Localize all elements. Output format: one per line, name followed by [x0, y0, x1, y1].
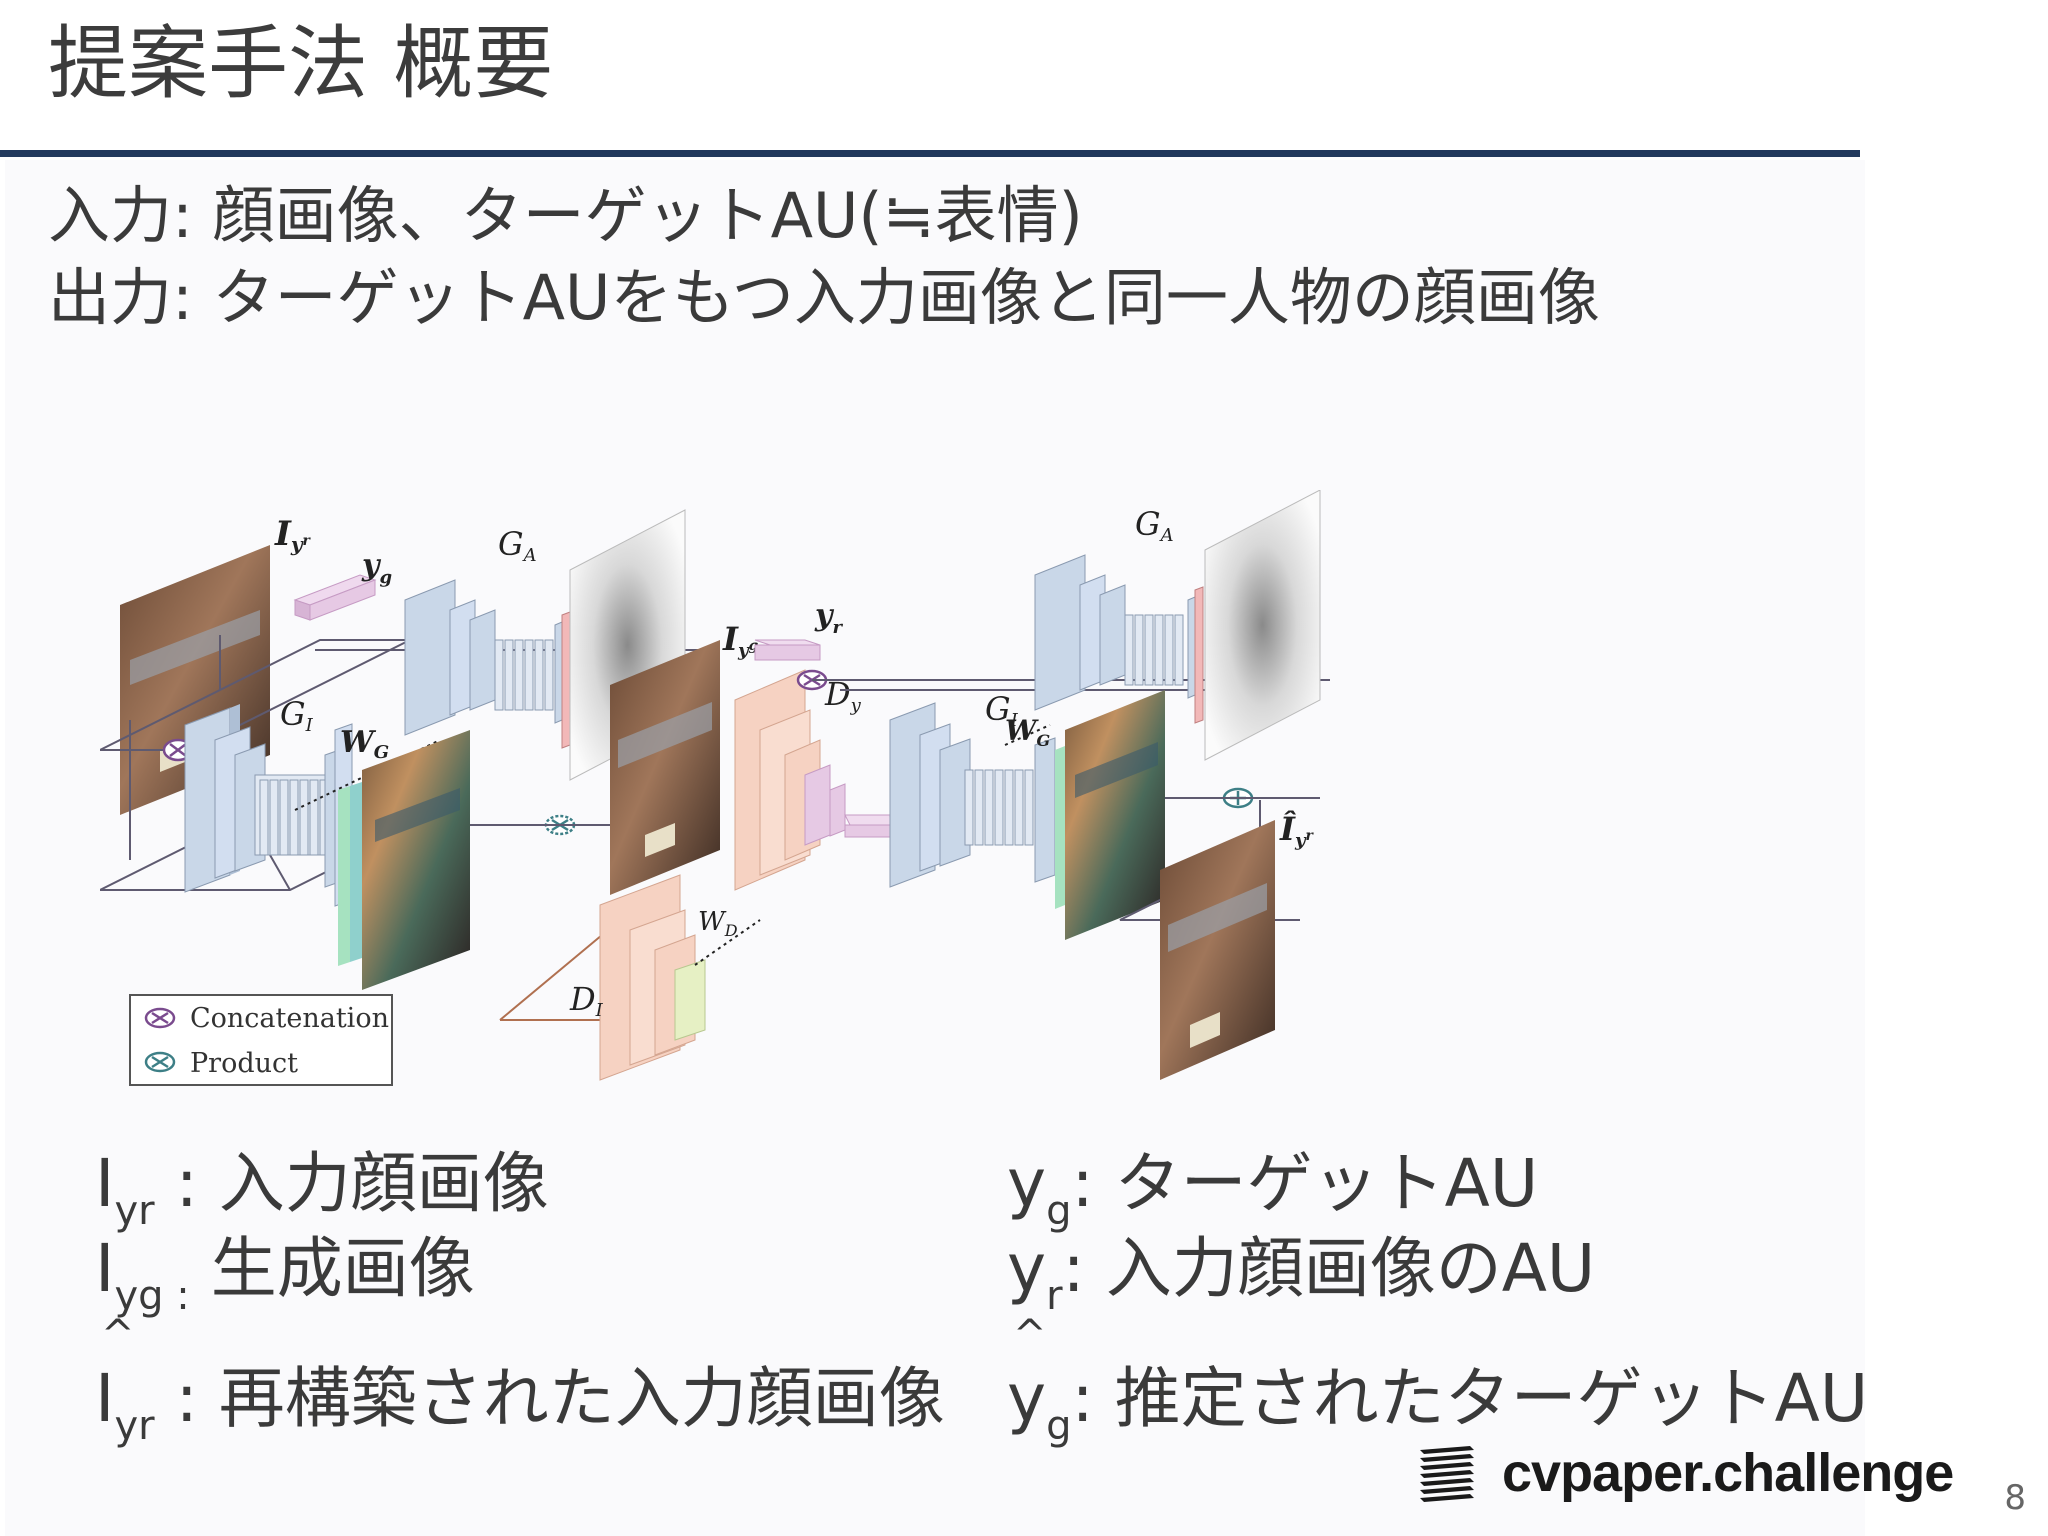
output-line: 出力: ターゲットAUをもつ入力画像と同一人物の顔画像 [48, 261, 1600, 334]
slide-title: 提案手法 概要 [48, 17, 554, 110]
generator-G-A-right [1034, 554, 1204, 724]
discriminator-D-I [499, 874, 706, 1081]
input-line: 入力: 顔画像、ターゲットAU(≒表情) [48, 179, 1083, 252]
label-D-y: Dy [824, 675, 862, 716]
notation-right-2: yr: 入力顔画像のAU [1007, 1230, 1596, 1319]
color-mask-left [338, 730, 470, 990]
notation-left-1: Iyr : 入力顔画像 [95, 1145, 549, 1234]
notation-right-3: ^yg: 推定されたターゲットAU [1007, 1312, 1869, 1449]
cvpaper-logo: cvpaper.challenge [1412, 1440, 2002, 1510]
generator-G-A-top [404, 579, 571, 749]
label-W-G-left: WG [340, 725, 389, 763]
label-I-yr: Iyr [274, 514, 312, 556]
generator-G-I-left [184, 704, 353, 907]
attention-mask-right [1204, 490, 1321, 761]
ganimation-architecture-figure: Iyr yg GI [100, 490, 1330, 1086]
figure-legend: Concatenation Product [129, 994, 393, 1086]
label-I-yg: Iyg [722, 620, 758, 661]
notation-left-2: Iyg : 生成画像 [95, 1230, 475, 1319]
generated-face-image [610, 640, 720, 895]
color-mask-right [1055, 690, 1165, 940]
label-W-D: WD [698, 907, 738, 940]
label-y-g: yg [361, 548, 392, 588]
label-G-A-right: GA [1135, 505, 1174, 546]
label-G-I-left: GI [280, 695, 314, 736]
reconstructed-face-image [1160, 820, 1275, 1080]
label-D-I: DI [569, 980, 604, 1021]
page-number: 8 [2004, 1478, 2026, 1518]
label-G-I-right: GI [985, 690, 1019, 731]
notation-left-3: ^Iyr : 再構築された入力顔画像 [95, 1312, 945, 1449]
logo-stack-icon [1420, 1446, 1474, 1502]
legend-concatenation: Concatenation [190, 1003, 389, 1034]
logo-text: cvpaper.challenge [1502, 1443, 1954, 1503]
title-underline [0, 150, 1860, 157]
weight-share-arrow-right [1004, 724, 1051, 746]
weight-share-arrow-D [694, 919, 761, 966]
generator-G-I-right [889, 702, 1056, 888]
input-au-block [754, 639, 821, 661]
label-W-G-right: WG [1005, 714, 1050, 750]
label-G-A-top: GA [498, 525, 537, 566]
label-y-r: yr [814, 598, 843, 638]
io-description: 入力: 顔画像、ターゲットAU(≒表情) 出力: ターゲットAUをもつ入力画像と… [48, 175, 1600, 339]
discriminator-D-y [734, 669, 896, 891]
notation-right-1: yg: ターゲットAU [1007, 1145, 1539, 1234]
label-I-yr-hat: Îyr [1279, 810, 1314, 851]
legend-product: Product [190, 1048, 298, 1079]
target-au-block [293, 574, 377, 621]
